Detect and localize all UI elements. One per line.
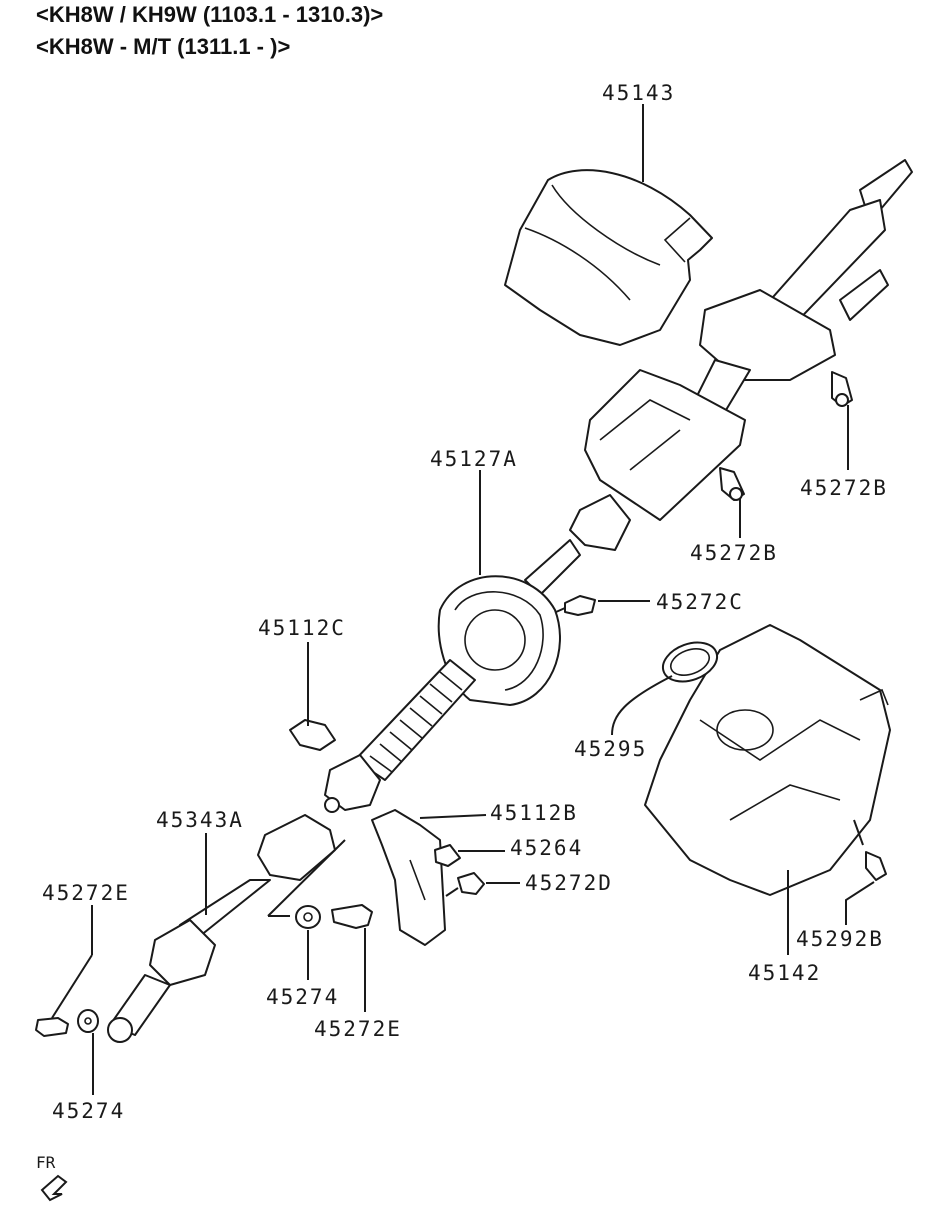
bolt-45272D[interactable] <box>445 872 485 897</box>
header-applicability-2: <KH8W - M/T (1311.1 - )> <box>36 34 291 59</box>
header-applicability-1: <KH8W / KH9W (1103.1 - 1310.3)> <box>36 2 384 27</box>
label-45272E-left: 45272E <box>42 881 130 905</box>
phantom-line <box>853 819 864 846</box>
steering-shaft-upper[interactable] <box>689 159 913 421</box>
lower-column-cover[interactable] <box>644 624 891 896</box>
direction-marker-label: FR <box>36 1153 56 1172</box>
column-bracket[interactable] <box>584 369 746 521</box>
label-45295: 45295 <box>574 737 647 761</box>
bolt-45272C[interactable] <box>555 595 596 616</box>
label-45264: 45264 <box>510 836 583 860</box>
label-45274-left: 45274 <box>52 1099 125 1123</box>
clip-45112C[interactable] <box>289 719 336 751</box>
label-45272B-lower: 45272B <box>690 541 778 565</box>
lower-universal-joint[interactable] <box>107 814 336 1043</box>
label-45272D: 45272D <box>525 871 613 895</box>
label-45142: 45142 <box>748 961 821 985</box>
rubber-boot[interactable] <box>354 659 476 781</box>
phantom-line <box>267 839 346 917</box>
dust-seal-plate[interactable] <box>437 575 561 706</box>
screw-45292B[interactable] <box>865 851 887 881</box>
label-45343A: 45343A <box>156 808 244 832</box>
bolt-45272B-lower[interactable] <box>719 467 745 501</box>
washer-45274-center[interactable] <box>295 905 321 929</box>
label-45127A: 45127A <box>430 447 518 471</box>
label-45112C: 45112C <box>258 616 346 640</box>
label-45274-center: 45274 <box>266 985 339 1009</box>
bolt-45272E-left[interactable] <box>35 1017 69 1037</box>
bolt-45272E-center[interactable] <box>331 904 373 929</box>
label-45272C: 45272C <box>656 590 744 614</box>
lower-joint-housing[interactable] <box>324 754 381 813</box>
washer-45274-left[interactable] <box>77 1009 99 1033</box>
universal-joint-upper[interactable] <box>524 494 631 596</box>
label-45272B-upper: 45272B <box>800 476 888 500</box>
clip-45264[interactable] <box>434 844 461 867</box>
bracket-45112B[interactable] <box>371 809 446 946</box>
label-45112B: 45112B <box>490 801 578 825</box>
leader-lines <box>51 104 875 1095</box>
label-45272E-center: 45272E <box>314 1017 402 1041</box>
upper-column-cover[interactable] <box>504 169 713 346</box>
label-45143: 45143 <box>602 81 675 105</box>
bolt-45272B-upper[interactable] <box>831 371 853 407</box>
ring-45295[interactable] <box>658 636 723 689</box>
label-45292B: 45292B <box>796 927 884 951</box>
front-arrow-icon <box>40 1174 68 1202</box>
